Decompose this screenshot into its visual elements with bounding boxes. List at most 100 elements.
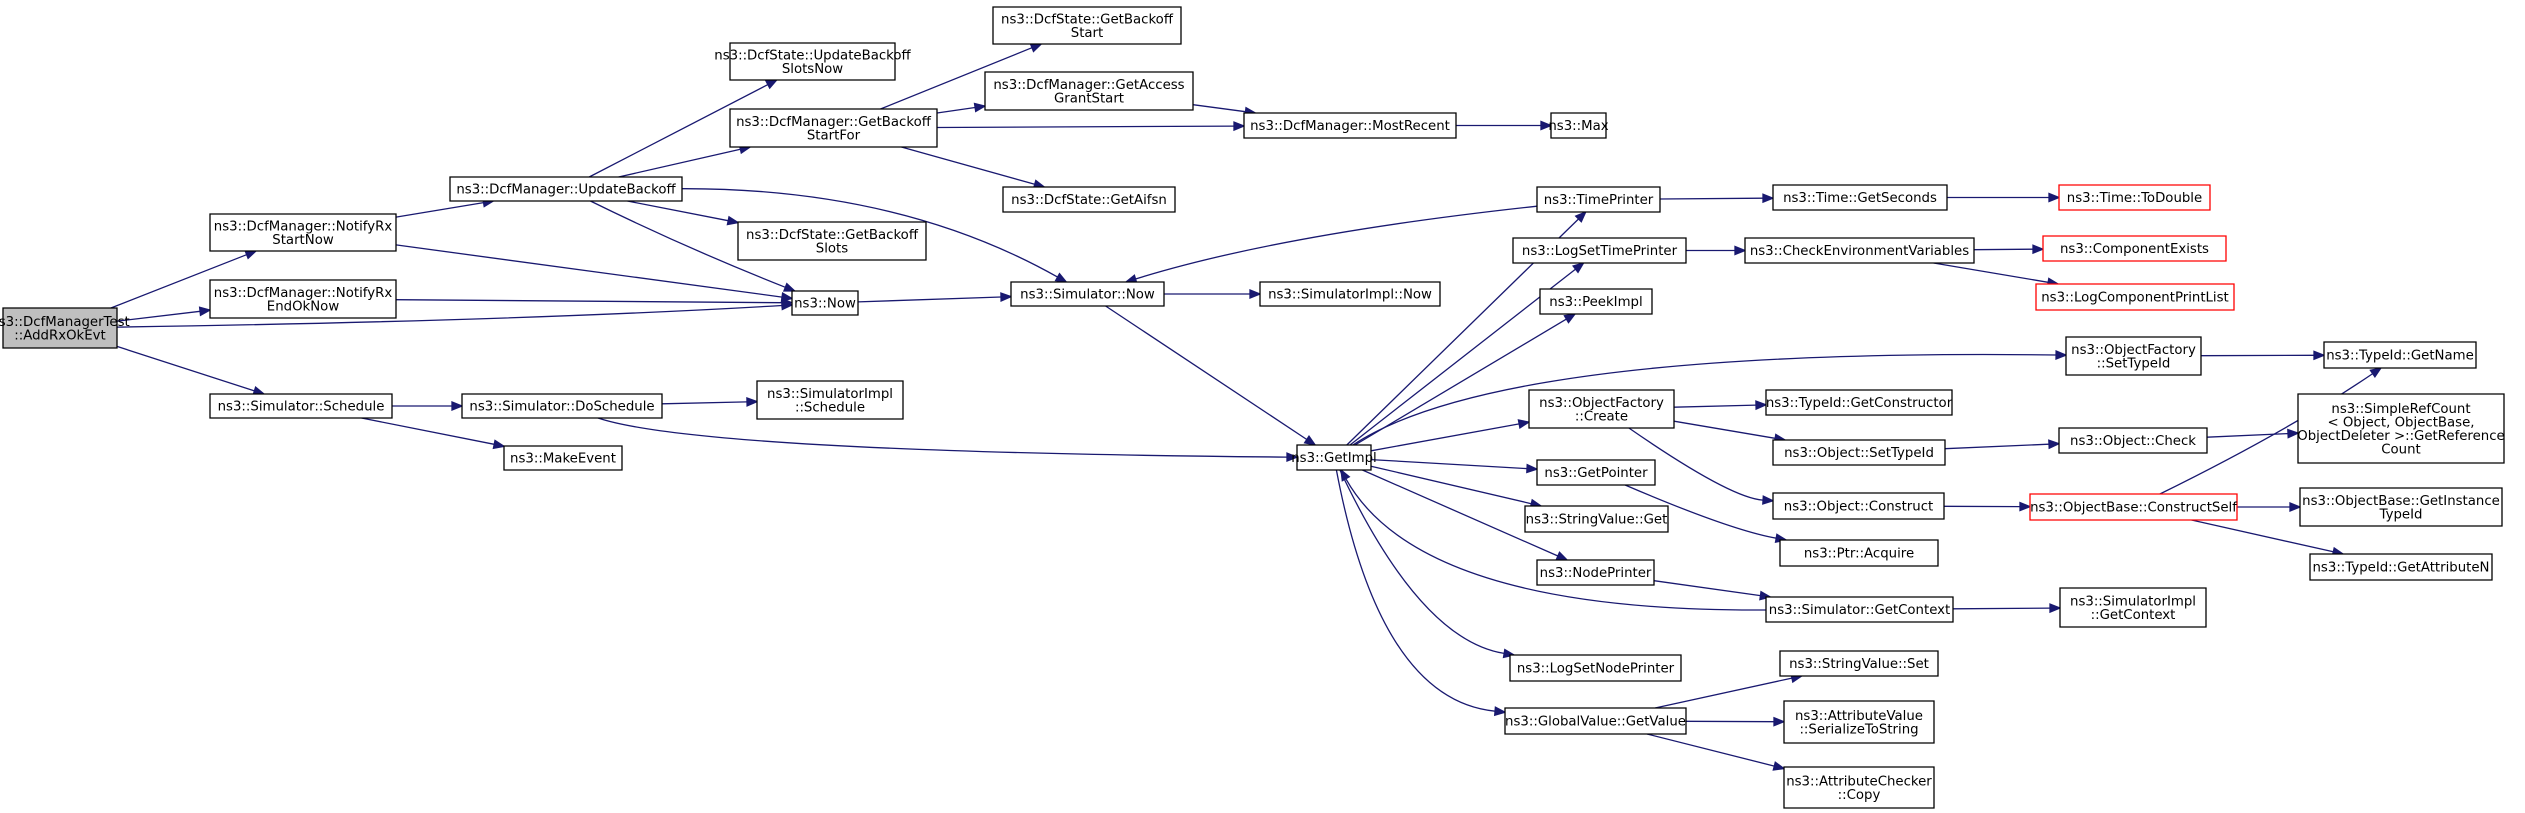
node-label: ns3::Time::GetSeconds <box>1783 191 1937 206</box>
node-makeEvent[interactable]: ns3::MakeEvent <box>503 445 623 471</box>
edge-getImpl-to-objFactorySetTypeId <box>1352 350 2068 446</box>
node-schedule[interactable]: ns3::Simulator::Schedule <box>209 393 393 419</box>
node-label: ns3::DcfManager::GetAccess <box>993 78 1184 93</box>
edge-objFactorySetTypeId-to-typeIdGetName <box>2200 350 2326 361</box>
node-box <box>1772 184 1948 211</box>
node-simNow[interactable]: ns3::Simulator::Now <box>1010 281 1165 307</box>
arrow-head-icon <box>2032 244 2045 255</box>
node-mostRecent[interactable]: ns3::DcfManager::MostRecent <box>1243 112 1457 139</box>
node-max[interactable]: ns3::Max <box>1548 112 1609 139</box>
node-label: TypeId <box>2379 507 2423 522</box>
node-label: ns3::Object::SetTypeId <box>1784 446 1934 461</box>
node-box <box>1512 237 1687 264</box>
node-box <box>2035 283 2235 311</box>
node-compExists[interactable]: ns3::ComponentExists <box>2042 235 2227 262</box>
arrow-head-icon <box>1574 210 1587 223</box>
node-peekImpl[interactable]: ns3::PeekImpl <box>1539 288 1653 315</box>
node-box <box>209 213 397 252</box>
node-box <box>1779 650 1939 677</box>
node-getAifsn[interactable]: ns3::DcfState::GetAifsn <box>1002 186 1176 213</box>
node-box <box>1772 492 1945 520</box>
node-box <box>1536 186 1661 213</box>
node-label: ns3::Object::Construct <box>1784 500 1933 515</box>
node-getPointer[interactable]: ns3::GetPointer <box>1536 459 1656 486</box>
node-objFactoryCreate[interactable]: ns3::ObjectFactory::Create <box>1528 389 1675 429</box>
edge-notifyRxStart-to-now <box>395 244 794 302</box>
node-attrValueSerialize[interactable]: ns3::AttributeValue::SerializeToString <box>1783 700 1935 744</box>
arrow-head-icon <box>1734 245 1747 256</box>
node-attrCheckerCopy[interactable]: ns3::AttributeChecker::Copy <box>1783 766 1935 809</box>
node-label: ns3::SimulatorImpl <box>767 387 893 402</box>
node-box <box>1765 389 1953 416</box>
call-graph-edges <box>110 43 2383 771</box>
node-objectCheck[interactable]: ns3::Object::Check <box>2058 427 2208 454</box>
node-logSetNodePrinter[interactable]: ns3::LogSetNodePrinter <box>1509 654 1682 682</box>
node-checkEnv[interactable]: ns3::CheckEnvironmentVariables <box>1744 237 1975 264</box>
arrow-head-icon <box>1772 761 1786 771</box>
node-timeGetSeconds[interactable]: ns3::Time::GetSeconds <box>1772 184 1948 211</box>
node-label: ns3::Now <box>794 297 856 312</box>
node-box <box>2297 393 2505 464</box>
edge-getImpl-to-logSetTimePrinter <box>1349 261 1585 446</box>
node-objBaseConstructSelf[interactable]: ns3::ObjectBase::ConstructSelf <box>2029 493 2238 521</box>
node-box <box>1783 700 1935 744</box>
node-globalValueGet[interactable]: ns3::GlobalValue::GetValue <box>1504 707 1687 735</box>
arrow-head-icon <box>244 250 258 260</box>
edge-getImpl-to-stringValueGet <box>1370 465 1543 509</box>
arrow-head-icon <box>782 282 797 292</box>
edge-objFactoryCreate-to-objectSetTypeId <box>1673 420 1787 444</box>
node-box <box>1504 707 1687 735</box>
node-timeToDouble[interactable]: ns3::Time::ToDouble <box>2058 184 2211 211</box>
node-logCompPrintList[interactable]: ns3::LogComponentPrintList <box>2035 283 2235 311</box>
node-typeIdGetName[interactable]: ns3::TypeId::GetName <box>2323 341 2477 369</box>
node-label: ns3::SimulatorImpl::Now <box>1268 288 1432 303</box>
arrow-head-icon <box>1563 313 1577 324</box>
node-box <box>791 290 859 316</box>
node-label: ns3::ObjectFactory <box>2071 343 2196 358</box>
node-objFactorySetTypeId[interactable]: ns3::ObjectFactory::SetTypeId <box>2065 336 2202 376</box>
node-simImplNow[interactable]: ns3::SimulatorImpl::Now <box>1259 281 1441 307</box>
node-now[interactable]: ns3::Now <box>791 290 859 316</box>
arrow-head-icon <box>198 306 212 317</box>
node-typeIdGetAttrN[interactable]: ns3::TypeId::GetAttributeN <box>2309 553 2493 581</box>
node-stringValueSet[interactable]: ns3::StringValue::Set <box>1779 650 1939 677</box>
edge-getBackoffStartFor-to-mostRecent <box>936 121 1246 132</box>
node-typeIdGetCtor[interactable]: ns3::TypeId::GetConstructor <box>1765 389 1953 416</box>
node-logSetTimePrinter[interactable]: ns3::LogSetTimePrinter <box>1512 237 1687 264</box>
node-label: GrantStart <box>1054 91 1124 106</box>
node-label: ns3::Simulator::Schedule <box>218 400 385 415</box>
node-label: EndOkNow <box>267 299 340 314</box>
node-simGetContext[interactable]: ns3::Simulator::GetContext <box>1765 596 1954 623</box>
node-box <box>1296 444 1372 471</box>
node-getImpl[interactable]: ns3::GetImpl <box>1291 444 1377 471</box>
edge-objectCheck-to-simpleRefCount <box>2206 428 2300 439</box>
node-label: ::GetContext <box>2091 608 2176 623</box>
edge-timeGetSeconds-to-timeToDouble <box>1947 192 2061 203</box>
node-simImplGetContext[interactable]: ns3::SimulatorImpl::GetContext <box>2059 587 2207 628</box>
node-label: ns3::ObjectFactory <box>1539 396 1664 411</box>
node-doSchedule[interactable]: ns3::Simulator::DoSchedule <box>461 393 663 419</box>
node-nodePrinter[interactable]: ns3::NodePrinter <box>1536 559 1655 586</box>
edge-schedule-to-doSchedule <box>392 401 464 411</box>
node-updateBackoff[interactable]: ns3::DcfManager::UpdateBackoff <box>449 176 683 202</box>
node-simpleRefCount[interactable]: ns3::SimpleRefCount< Object, ObjectBase,… <box>2297 393 2505 464</box>
node-objectSetTypeId[interactable]: ns3::Object::SetTypeId <box>1772 439 1946 466</box>
node-ptrAcquire[interactable]: ns3::Ptr::Acquire <box>1779 539 1939 567</box>
node-stringValueGet[interactable]: ns3::StringValue::Get <box>1524 505 1669 533</box>
edge-now-to-simNow <box>857 292 1013 303</box>
node-objectConstruct[interactable]: ns3::Object::Construct <box>1772 492 1945 520</box>
node-label: ns3::ComponentExists <box>2060 242 2209 257</box>
arrow-head-icon <box>1054 272 1068 283</box>
node-simImplSchedule[interactable]: ns3::SimulatorImpl::Schedule <box>756 380 904 420</box>
node-box <box>1550 112 1607 139</box>
node-addrx[interactable]: ns3::DcfManagerTest::AddRxOkEvt <box>0 307 130 349</box>
node-timePrinter[interactable]: ns3::TimePrinter <box>1536 186 1661 213</box>
